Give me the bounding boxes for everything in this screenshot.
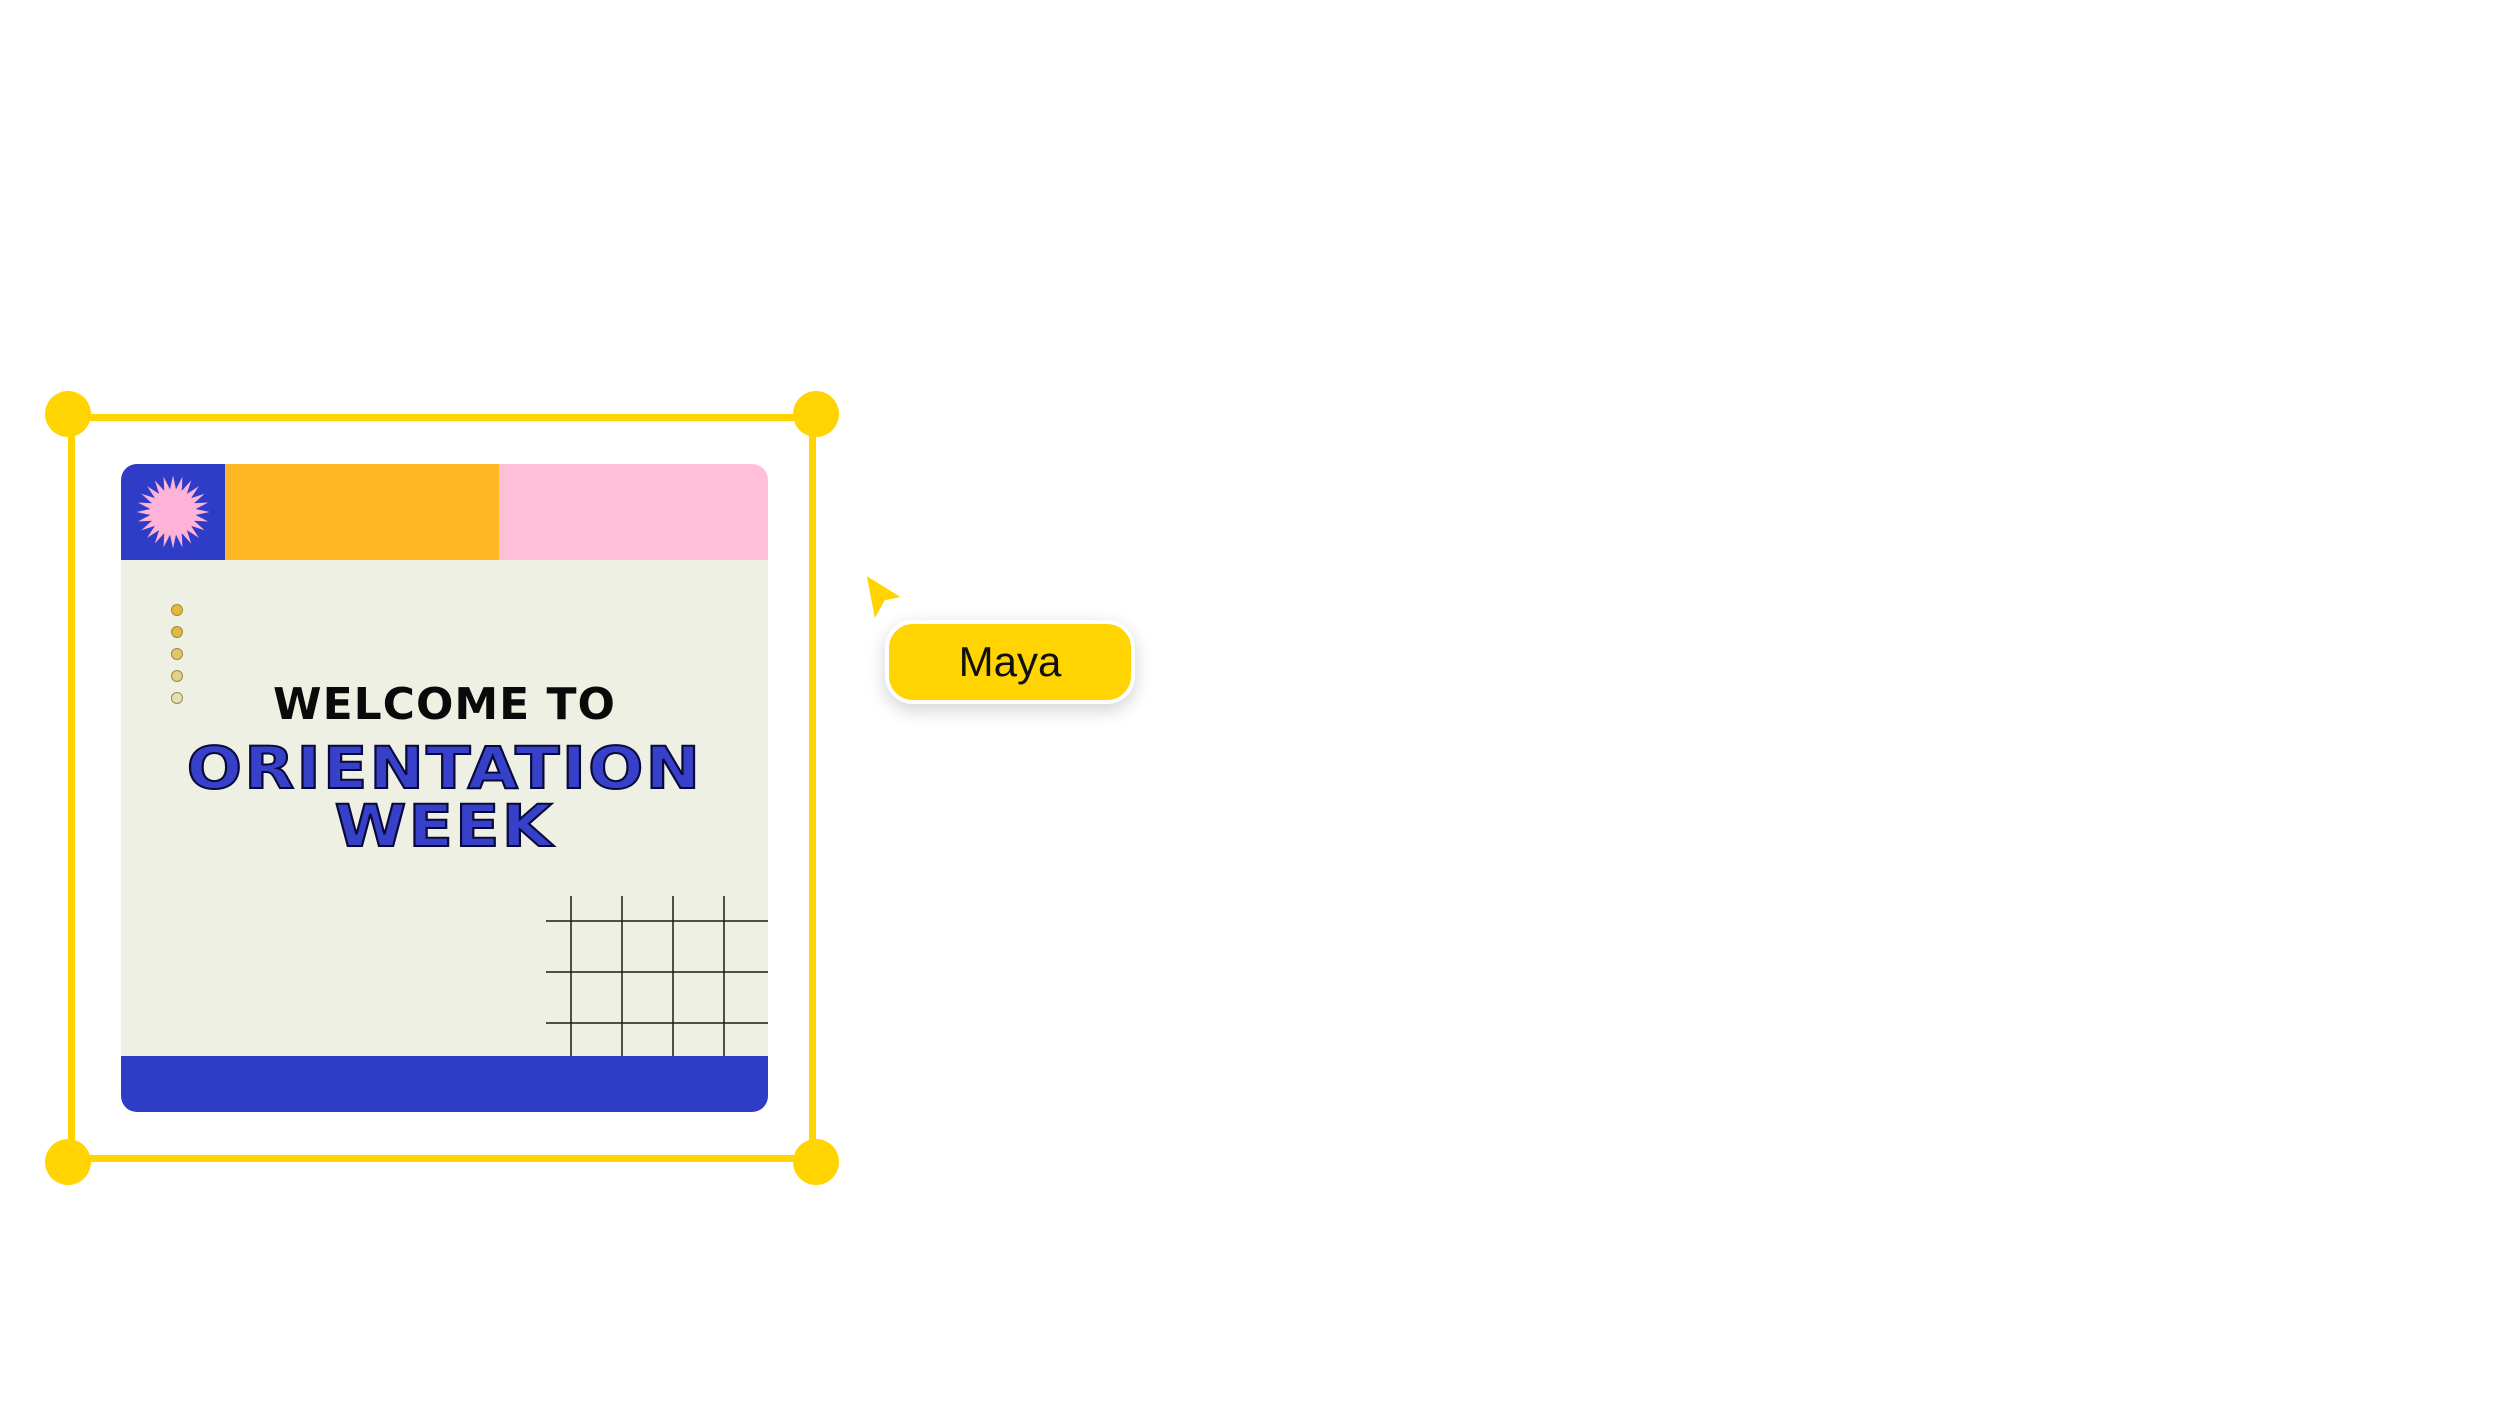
header-color-strip [121,464,768,560]
decorative-dot [171,604,183,616]
grid-graphic [546,896,768,1056]
collaborator-name-tag: Maya [885,620,1135,704]
resize-handle-top-left[interactable] [45,391,91,437]
decorative-dot [171,626,183,638]
orientation-week-design[interactable]: WELCOME TO ORIENTATION WEEK [121,464,768,1112]
resize-handle-top-right[interactable] [793,391,839,437]
footer-blue-band [121,1056,768,1112]
decorative-dot [171,648,183,660]
header-orange-block [225,464,499,560]
decorative-dot [171,670,183,682]
welcome-text[interactable]: WELCOME TO [273,679,616,730]
headline-line-2: WEEK [334,792,555,860]
headline-text[interactable]: ORIENTATION WEEK [121,734,768,860]
starburst-icon [136,475,210,549]
selection-frame[interactable] [68,414,816,1162]
decorative-dots [171,604,187,714]
resize-handle-bottom-right[interactable] [793,1139,839,1185]
resize-handle-bottom-left[interactable] [45,1139,91,1185]
headline-line-1: ORIENTATION [186,734,703,802]
decorative-dot [171,692,183,704]
header-blue-block [121,464,225,560]
header-pink-block [499,464,768,560]
cursor-arrow-icon [862,570,908,626]
